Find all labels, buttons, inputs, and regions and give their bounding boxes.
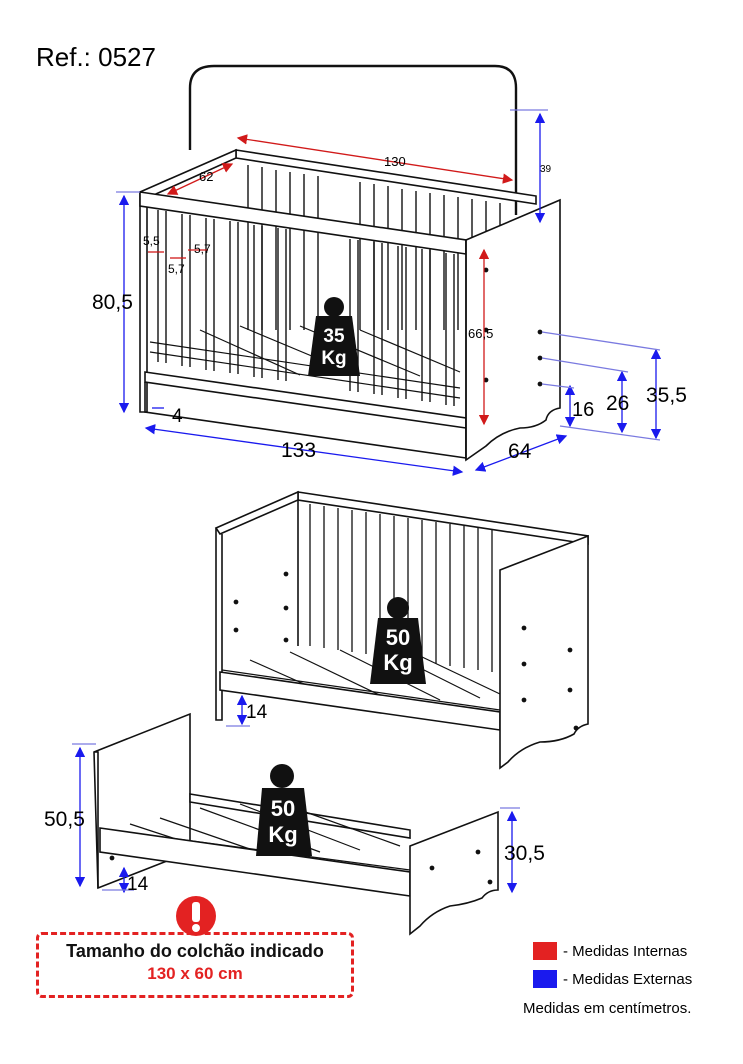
bed-capacity-unit: Kg bbox=[268, 822, 297, 847]
crib-outer-length: 133 bbox=[281, 439, 316, 462]
crib-level-low: 16 bbox=[572, 399, 594, 421]
crib-slat-gap-b: 5,7 bbox=[168, 262, 185, 276]
bed-footboard-height: 30,5 bbox=[504, 842, 545, 865]
product-reference: Ref.: 0527 bbox=[36, 42, 156, 72]
legend-internal-label: - Medidas Internas bbox=[563, 942, 688, 960]
crib-drawing bbox=[138, 64, 561, 462]
crib-dimension-labels: 39 130 62 5,5 5,7 5,7 80,5 66,5 4 133 64… bbox=[92, 154, 687, 463]
sofa-base-clearance: 14 bbox=[246, 702, 268, 723]
bed-dimensions: 50,5 14 30,5 bbox=[44, 743, 545, 895]
sofa-capacity-unit: Kg bbox=[383, 650, 412, 675]
mattress-notice-size: 130 x 60 cm bbox=[147, 964, 243, 983]
crib-base-clearance: 4 bbox=[172, 406, 183, 427]
mattress-notice: Tamanho do colchão indicado 130 x 60 cm bbox=[36, 932, 354, 998]
crib-slat-gap-c: 5,7 bbox=[194, 242, 211, 256]
crib-inner-width: 62 bbox=[199, 169, 213, 184]
units-note: Medidas em centímetros. bbox=[523, 1000, 692, 1017]
exclamation-icon bbox=[176, 896, 216, 936]
crib-slat-gap-a: 5,5 bbox=[143, 234, 160, 248]
legend-internal: - Medidas Internas bbox=[533, 942, 687, 960]
bed-drawing bbox=[93, 712, 499, 936]
crib-capacity-unit: Kg bbox=[321, 348, 346, 369]
sofa-dimensions: 14 bbox=[226, 694, 268, 727]
crib-level-mid: 26 bbox=[606, 392, 629, 415]
legend-external: - Medidas Externas bbox=[533, 970, 692, 988]
legend-internal-swatch bbox=[533, 942, 557, 960]
sofa-capacity-value: 50 bbox=[386, 625, 410, 650]
crib-headboard-height: 39 bbox=[540, 164, 552, 175]
legend-external-swatch bbox=[533, 970, 557, 988]
sofa-drawing bbox=[214, 490, 589, 770]
bed-weight-icon: 50 Kg bbox=[256, 764, 312, 856]
crib-level-high: 35,5 bbox=[646, 384, 687, 407]
crib-weight-icon: 35 Kg bbox=[308, 297, 360, 376]
mattress-notice-title: Tamanho do colchão indicado bbox=[66, 941, 324, 961]
crib-capacity-value: 35 bbox=[323, 326, 345, 347]
crib-total-height: 80,5 bbox=[92, 291, 133, 314]
crib-inner-height: 66,5 bbox=[468, 326, 493, 341]
crib-inner-length: 130 bbox=[384, 154, 406, 169]
legend-external-label: - Medidas Externas bbox=[563, 970, 693, 988]
bed-base-clearance: 14 bbox=[127, 874, 149, 895]
bed-headboard-height: 50,5 bbox=[44, 808, 85, 831]
crib-dimensions bbox=[116, 109, 662, 476]
crib-outer-width: 64 bbox=[508, 440, 532, 463]
bed-capacity-value: 50 bbox=[271, 796, 295, 821]
sofa-weight-icon: 50 Kg bbox=[370, 597, 426, 684]
